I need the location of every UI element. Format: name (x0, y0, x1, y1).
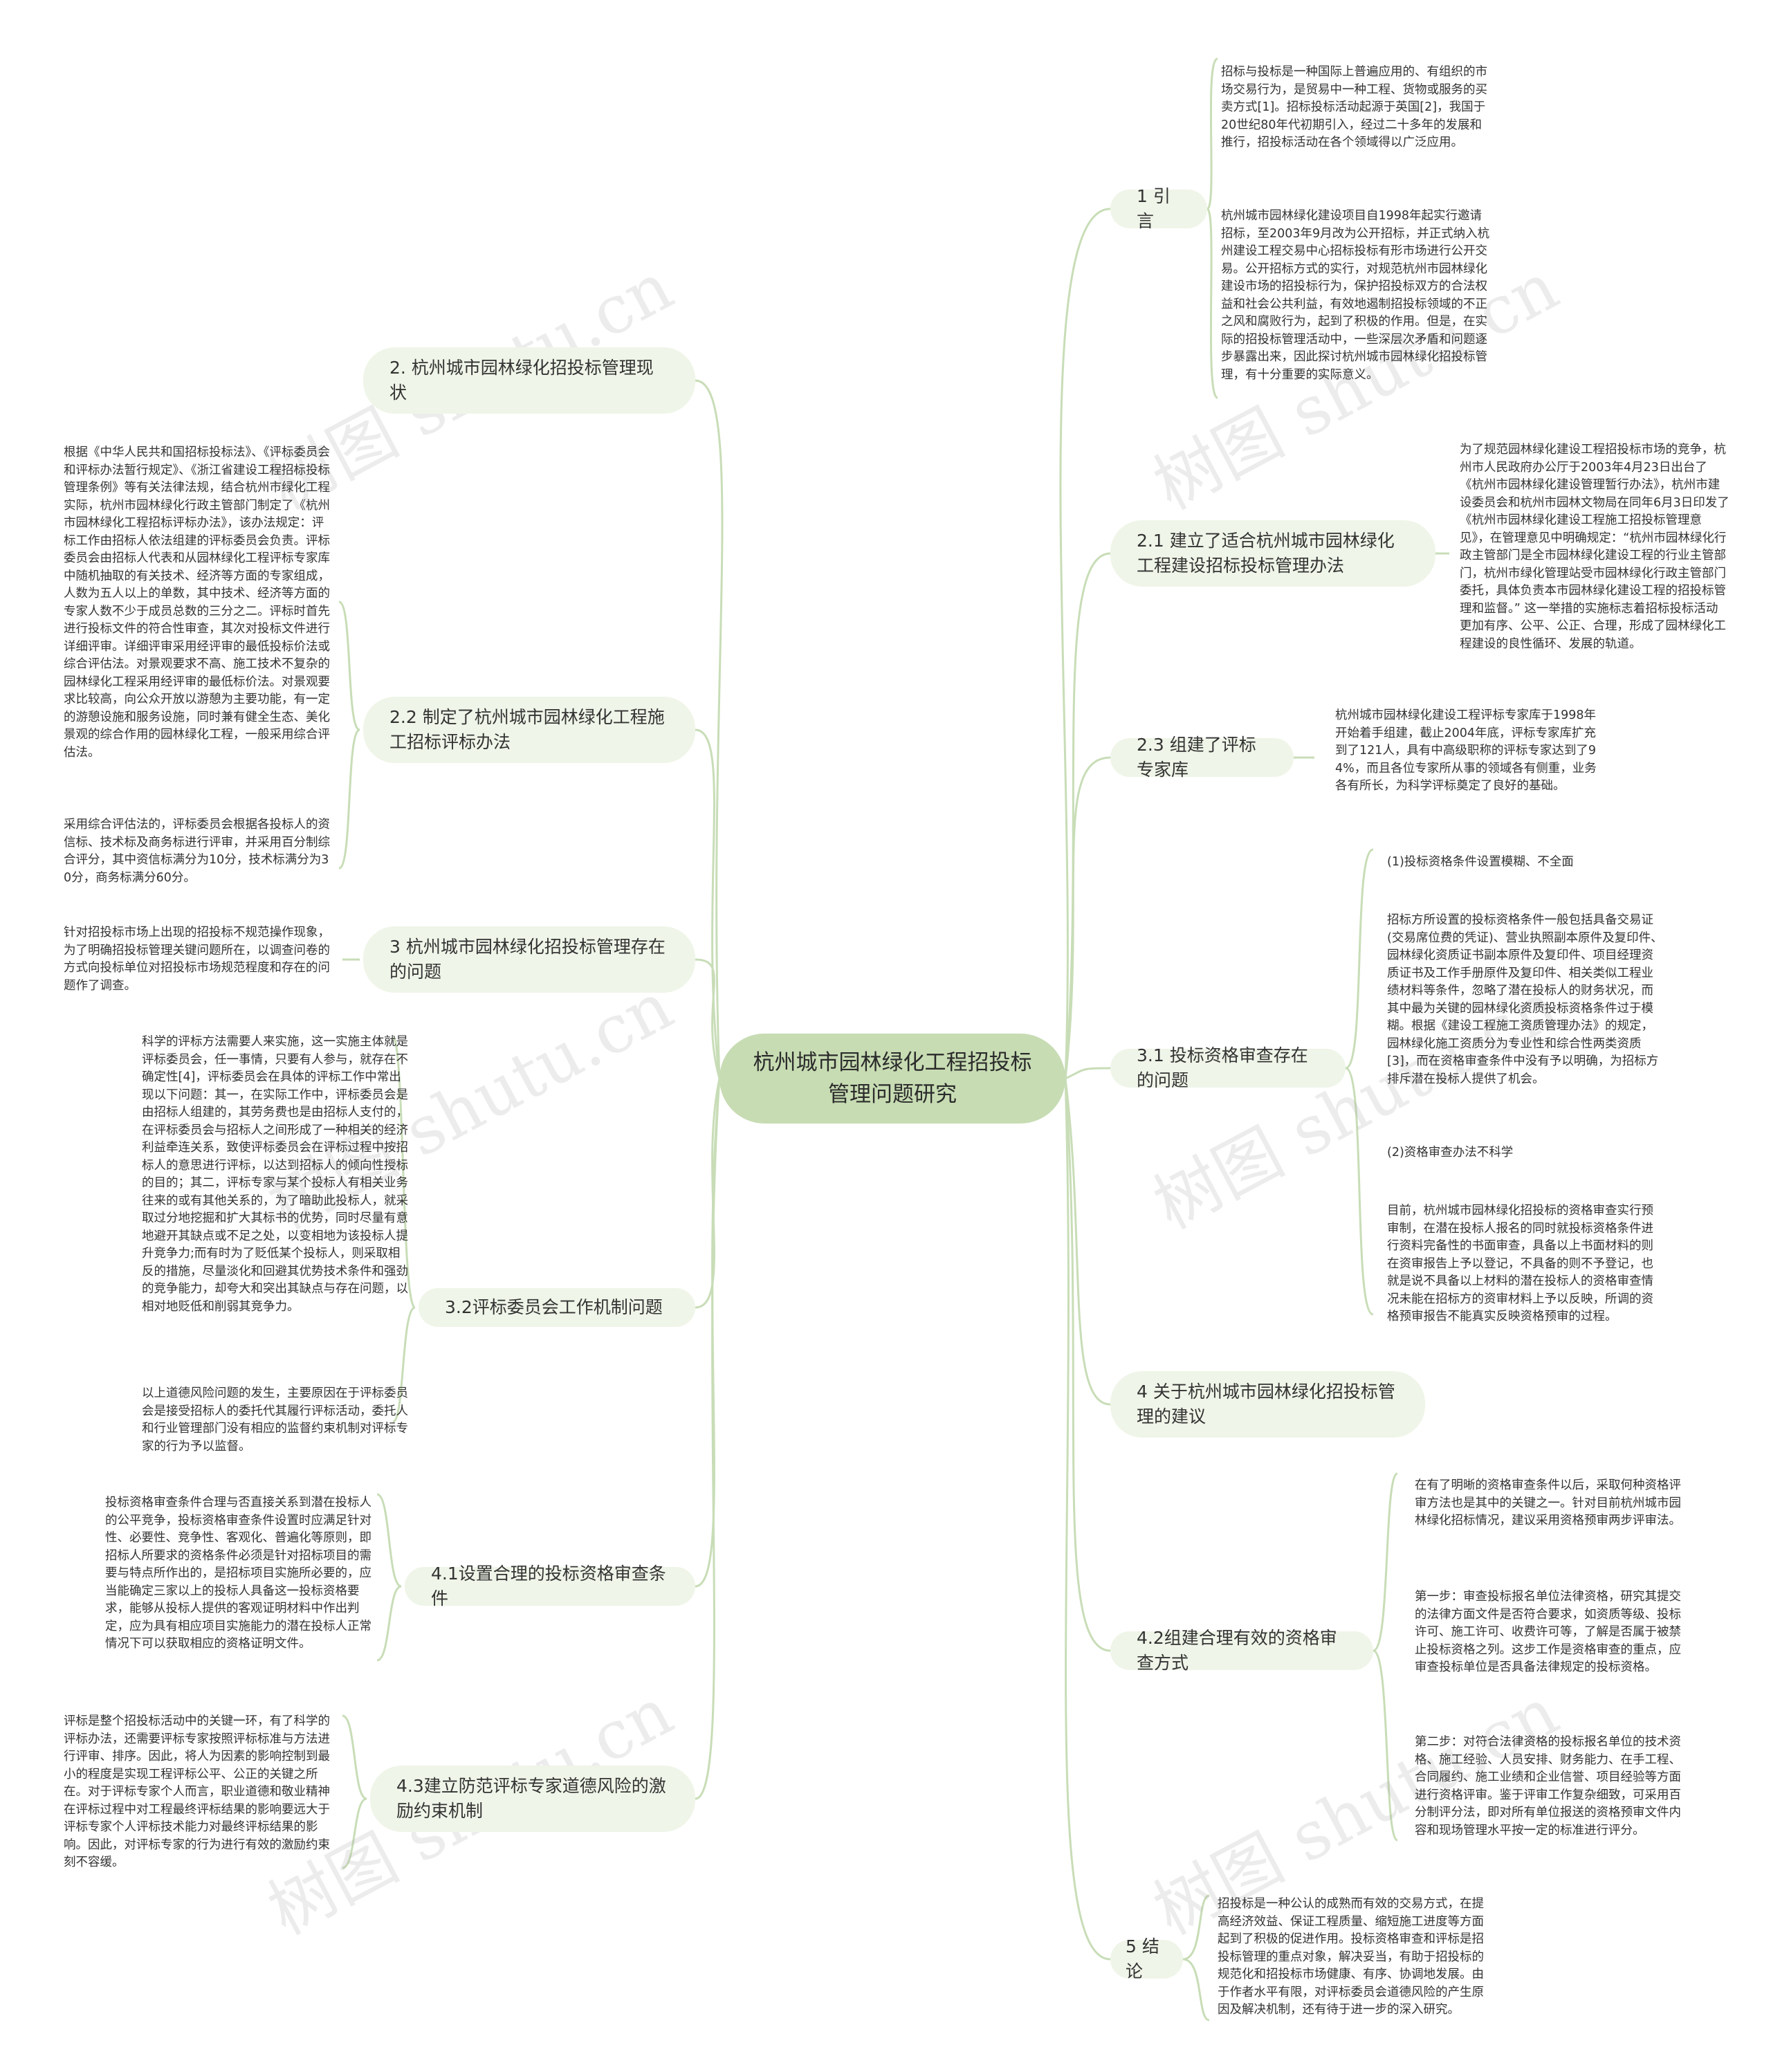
leaf-4-3: 评标是整个招投标活动中的关键一环，有了科学的评标办法，还需要评标专家按照评标标准… (64, 1714, 330, 1869)
leaf-2-2-text-2: 采用综合评估法的，评标委员会根据各投标人的资信标、技术标及商务标进行评审，并采用… (64, 818, 330, 885)
branch-introduction[interactable]: 1 引言 (1110, 186, 1207, 231)
link-root-b1 (1059, 208, 1111, 1079)
branch-label: 3 杭州城市园林绿化招投标管理存在的问题 (389, 937, 666, 982)
link-b1-leaves (1206, 57, 1219, 399)
branch-2[interactable]: 2. 杭州城市园林绿化招投标管理现状 (363, 347, 695, 414)
branch-label: 2.1 建立了适合杭州城市园林绿化工程建设招标投标管理办法 (1137, 531, 1395, 576)
link-root-b42 (1064, 1078, 1111, 1652)
branch-label: 5 结论 (1126, 1936, 1159, 1981)
leaf-2-1: 为了规范园林绿化建设工程招投标市场的竞争，杭州市人民政府办公厅于2003年4月2… (1460, 443, 1729, 651)
branch-3[interactable]: 3 杭州城市园林绿化招投标管理存在的问题 (363, 926, 695, 993)
leaf-intro-2: 杭州城市园林绿化建设项目自1998年起实行邀请招标，至2003年9月改为公开招标… (1221, 209, 1490, 382)
link-b41-leaf (376, 1493, 402, 1662)
branch-2-1[interactable]: 2.1 建立了适合杭州城市园林绿化工程建设招标投标管理办法 (1110, 520, 1435, 587)
link-root-b23 (1064, 756, 1111, 1079)
leaf-4-2-step-2: 第二步：对符合法律资格的投标报名单位的技术资格、施工经验、人员安排、财务能力、在… (1415, 1735, 1681, 1837)
branch-4-1[interactable]: 4.1设置合理的投标资格审查条件 (405, 1564, 695, 1608)
leaf-intro-1: 招标与投标是一种国际上普遍应用的、有组织的市场交易行为，是贸易中一种工程、货物或… (1221, 65, 1487, 149)
link-root-b31 (1065, 1067, 1111, 1080)
leaf-3-2-text-1: 科学的评标方法需要人来实施，这一实施主体就是评标委员会，任一事情，只要有人参与，… (142, 1035, 408, 1314)
link-root-b5 (1064, 1078, 1111, 1961)
link-b5-leaf (1182, 1894, 1210, 2021)
branch-3-1[interactable]: 3.1 投标资格审查存在的问题 (1110, 1045, 1346, 1090)
leaf-4-2-step-1: 第一步：审查投标报名单位法律资格，研究其提交的法律方面文件是否符合要求，如资质等… (1415, 1590, 1681, 1674)
link-root-b43 (695, 1078, 721, 1800)
branch-label: 3.2评标委员会工作机制问题 (445, 1297, 663, 1317)
branch-3-2[interactable]: 3.2评标委员会工作机制问题 (419, 1288, 695, 1327)
branch-label: 3.1 投标资格审查存在的问题 (1137, 1045, 1308, 1090)
branch-label: 2.3 组建了评标专家库 (1137, 735, 1256, 780)
link-b22-leaves (338, 600, 360, 870)
leaf-3-1-heading-1: (1)投标资格条件设置模糊、不全面 (1387, 855, 1574, 869)
leaf-2-2-text-1: 根据《中华人民共和国招标投标法》、《评标委员会和评标办法暂行规定》、《浙江省建设… (64, 446, 330, 760)
branch-label: 4 关于杭州城市园林绿化招投标管理的建议 (1137, 1382, 1395, 1427)
link-b43-leaf (342, 1714, 367, 1869)
leaf-3-survey: 针对招投标市场上出现的招投标不规范操作现象，为了明确招投标管理关键问题所在，以调… (64, 926, 330, 993)
root-topic[interactable]: 杭州城市园林绿化工程招投标管理问题研究 (719, 1034, 1065, 1124)
leaf-conclusion: 招投标是一种公认的成熟而有效的交易方式，在提高经济效益、保证工程质量、缩短施工进… (1218, 1897, 1484, 2017)
leaf-3-1-text-1: 招标方所设置的投标资格条件一般包括具备交易证(交易席位费的凭证)、营业执照副本原… (1387, 913, 1663, 1086)
branch-label: 2.2 制定了杭州城市园林绿化工程施工招标评标办法 (389, 707, 665, 752)
link-b31-leaves (1345, 848, 1374, 1316)
branch-label: 4.3建立防范评标专家道德风险的激励约束机制 (396, 1776, 666, 1821)
link-root-b21 (1064, 552, 1111, 1079)
branch-label: 1 引言 (1137, 186, 1171, 231)
leaf-4-2-intro: 在有了明晰的资格审查条件以后，采取何种资格评审方法也是其中的关键之一。针对目前杭… (1415, 1478, 1681, 1528)
branch-label: 4.2组建合理有效的资格审查方式 (1137, 1628, 1337, 1673)
leaf-3-1-text-2: 目前，杭州城市园林绿化招投标的资格审查实行预审制，在潜在投标人报名的同时就投标资… (1387, 1204, 1653, 1323)
branch-4-3[interactable]: 4.3建立防范评标专家道德风险的激励约束机制 (370, 1766, 695, 1832)
branch-2-2[interactable]: 2.2 制定了杭州城市园林绿化工程施工招标评标办法 (363, 697, 695, 763)
branch-label: 4.1设置合理的投标资格审查条件 (431, 1564, 666, 1608)
link-root-b2 (695, 379, 724, 1079)
branch-2-3[interactable]: 2.3 组建了评标专家库 (1110, 735, 1294, 780)
branch-4-2[interactable]: 4.2组建合理有效的资格审查方式 (1110, 1628, 1373, 1673)
link-b32-leaves (392, 1036, 416, 1423)
branch-conclusion[interactable]: 5 结论 (1110, 1936, 1183, 1981)
link-b42-leaves (1373, 1472, 1399, 1842)
link-root-b3 (695, 958, 721, 1079)
leaf-2-3: 杭州城市园林绿化建设工程评标专家库于1998年开始着手组建，截止2004年底，评… (1335, 708, 1597, 793)
leaf-4-1: 投标资格审查条件合理与否直接关系到潜在投标人的公平竞争，投标资格审查条件设置时应… (105, 1496, 371, 1651)
branch-label: 2. 杭州城市园林绿化招投标管理现状 (389, 358, 654, 403)
branch-4[interactable]: 4 关于杭州城市园林绿化招投标管理的建议 (1110, 1371, 1425, 1438)
link-root-b4 (1064, 1078, 1111, 1406)
leaf-3-2-text-2: 以上道德风险问题的发生，主要原因在于评标委员会是接受招标人的委托代其履行评标活动… (142, 1386, 408, 1454)
leaf-3-1-heading-2: (2)资格审查办法不科学 (1387, 1146, 1514, 1159)
root-topic-label: 杭州城市园林绿化工程招投标管理问题研究 (753, 1050, 1032, 1107)
